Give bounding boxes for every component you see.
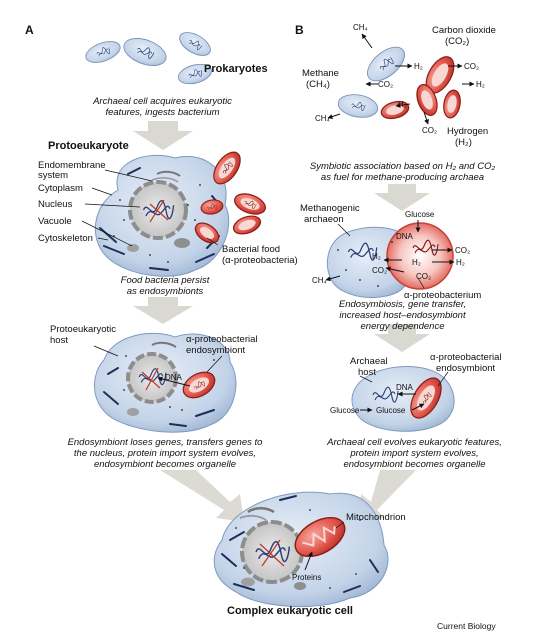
co2-label-4: CO₂ [455, 246, 471, 255]
endosymbiont-b-label-line1: α-proteobacterial [430, 352, 502, 363]
complex-eukaryotic-cell [213, 491, 389, 608]
step-a3-line3: endosymbiont becomes organelle [93, 459, 237, 470]
step-a3-line2: the nucleus, protein import system evolv… [73, 448, 257, 459]
h2-label-5: H₂ [412, 258, 421, 267]
methane-label-line1: Methane [302, 68, 339, 79]
panel-letter-b: B [295, 23, 304, 37]
vacuole [174, 238, 190, 248]
glucose-label-1: Glucose [405, 210, 435, 219]
endosymbiont-a-label-line2: endosymbiont [186, 345, 246, 356]
alpha-proteobacterium-label: α-proteobacterium [404, 290, 482, 301]
step-b2-line2: increased host–endosymbiont [339, 310, 466, 321]
h2-label-3: H₂ [398, 100, 407, 109]
endomembrane-label-line2: system [38, 170, 69, 181]
carbon-dioxide-label-line1: Carbon dioxide [432, 25, 496, 36]
bacterial-food-cells [194, 151, 266, 244]
gas-exchange-arrows [327, 33, 475, 125]
endosymbiont-b-label-line2: endosymbiont [436, 363, 496, 374]
carbon-dioxide-label-line2: (CO₂) [445, 36, 470, 47]
methanogen-consortium [337, 46, 461, 120]
endosymbiont-a-label-line1: α-proteobacterial [186, 334, 258, 345]
step-b2-line3: energy dependence [360, 321, 445, 332]
protoeukaryotic-host-cell [93, 332, 237, 433]
archaeal-host-label-line2: host [358, 367, 376, 378]
leader-lines-a [81, 169, 219, 247]
h2-label-4: H₂ [372, 252, 381, 261]
flow-arrow-merge-left [160, 470, 244, 522]
step-b3-line3: endosymbiont becomes organelle [343, 459, 486, 470]
step-a2-line1: Food bacteria persist [120, 275, 210, 286]
bacterial-food-label-line2: (α-proteobacteria) [222, 255, 298, 266]
methanogenic-label-line1: Methanogenic [300, 203, 360, 214]
ch4-label-b2: CH₄ [312, 276, 327, 285]
protoeukaryotic-host-label-line1: Protoeukaryotic [50, 324, 117, 335]
step-b1-line1: Symbiotic association based on H₂ and CO… [309, 161, 496, 172]
archaeal-host-label-line1: Archaeal [350, 356, 388, 367]
syntrophic-pair [325, 220, 455, 298]
protoeukaryotic-host-label-line2: host [50, 335, 68, 346]
step-b1-line2: as fuel for methane-producing archaea [320, 172, 485, 183]
co2-label-3: CO₂ [422, 126, 438, 135]
mitochondrion-label: Mitochondrion [346, 512, 406, 523]
hydrogen-label-line1: Hydrogen [447, 126, 489, 137]
methane-label-line2: (CH₄) [306, 79, 330, 90]
step-b3-line1: Archaeal cell evolves eukaryotic feature… [327, 437, 502, 448]
co2-label-1: CO₂ [464, 62, 480, 71]
h2-label-1: H₂ [414, 62, 423, 71]
archaeal-host-cell [351, 366, 455, 432]
co2-label-5: CO₂ [372, 266, 388, 275]
h2-label-6: H₂ [456, 258, 465, 267]
co2-label-6: CO₂ [416, 272, 432, 281]
flow-arrow-a2 [133, 297, 193, 324]
co2-label-2: CO₂ [378, 80, 394, 89]
prokaryotes-label: Prokaryotes [204, 63, 268, 75]
vacuole-label: Vacuole [38, 216, 72, 227]
h2-label-2: H₂ [476, 80, 485, 89]
prokaryote-cells [85, 32, 212, 85]
ch4-bottom-label: CH₄ [315, 114, 330, 123]
dna-label-a: DNA [165, 373, 182, 382]
protoeukaryote-title: Protoeukaryote [48, 140, 129, 152]
flow-arrow-b2 [374, 324, 430, 352]
journal-credit: Current Biology [437, 621, 496, 631]
proteins-label: Proteins [292, 573, 322, 582]
step-b3-line2: protein import system evolves, [350, 448, 479, 459]
dna-label-b1: DNA [396, 232, 413, 241]
flow-arrow-a1 [133, 121, 193, 150]
ch4-top-label: CH₄ [353, 23, 368, 32]
panel-letter-a: A [25, 23, 34, 37]
endomembrane-label-line1: Endomembrane [38, 160, 106, 171]
glucose-label-2: Glucose [330, 406, 360, 415]
cytoskeleton-fibers [99, 167, 223, 271]
bacterial-food-label-line1: Bacterial food [222, 244, 281, 255]
cytoplasm-label: Cytoplasm [38, 183, 83, 194]
final-title: Complex eukaryotic cell [227, 605, 353, 617]
step-a3-line1: Endosymbiont loses genes, transfers gene… [67, 437, 263, 448]
glucose-label-3: Glucose [376, 406, 406, 415]
methanogenic-label-line2: archaeon [304, 214, 344, 225]
cytoskeleton-label: Cytoskeleton [38, 233, 93, 244]
flow-arrow-b1 [374, 184, 430, 211]
step-a1-line2: features, ingests bacterium [105, 107, 220, 118]
step-a2-line2: as endosymbionts [126, 286, 204, 297]
nucleus-label: Nucleus [38, 199, 73, 210]
hydrogen-label-line2: (H₂) [455, 137, 472, 148]
dna-label-b2: DNA [396, 383, 413, 392]
protoeukaryote-cell [94, 154, 230, 277]
step-b2-line1: Endosymbiosis, gene transfer, [338, 299, 467, 310]
step-a1-line1: Archaeal cell acquires eukaryotic [93, 96, 232, 107]
